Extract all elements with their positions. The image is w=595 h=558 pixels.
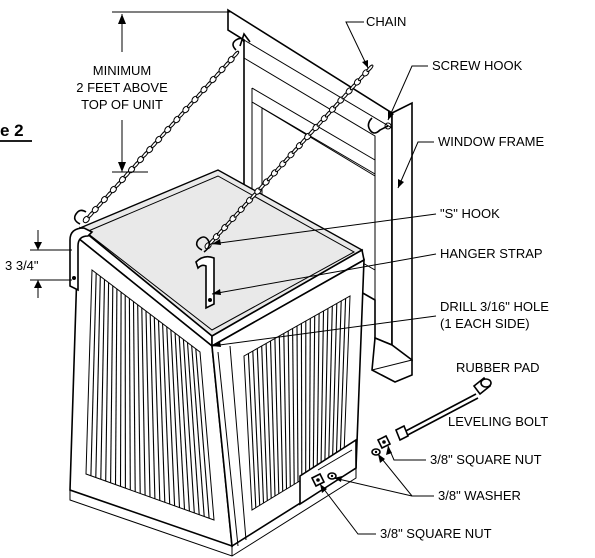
- louver-slat: [261, 345, 268, 501]
- louver-slat: [324, 308, 329, 466]
- minimum-height-dimension: [112, 11, 232, 173]
- louver-slat: [195, 348, 210, 519]
- louver-slat: [191, 345, 205, 517]
- label-minimum-line1: MINIMUM: [93, 63, 152, 78]
- label-minimum-line3: TOP OF UNIT: [81, 97, 163, 112]
- washer-upper-icon: [371, 448, 381, 456]
- louver-slat: [174, 333, 186, 510]
- label-drill-line2: (1 EACH SIDE): [440, 316, 530, 331]
- label-leveling-bolt: LEVELING BOLT: [448, 414, 548, 429]
- louver-slat: [292, 328, 295, 485]
- hanger-strap-right: [195, 255, 215, 310]
- louver-slat: [274, 338, 280, 494]
- label-square-nut-lower: 3/8" SQUARE NUT: [380, 526, 492, 541]
- louver-slat: [141, 307, 146, 496]
- label-screw-hook: SCREW HOOK: [432, 58, 523, 73]
- label-minimum-line2: 2 FEET ABOVE: [76, 80, 168, 95]
- label-square-nut-upper: 3/8" SQUARE NUT: [430, 452, 542, 467]
- louver-slat: [149, 314, 156, 499]
- louver-slat: [162, 323, 171, 505]
- louver-slat: [119, 292, 122, 487]
- chain-anchor-icon: [239, 32, 251, 47]
- rubber-pad-icon: [472, 376, 492, 396]
- louver-slat: [182, 339, 195, 513]
- louver-slat: [186, 342, 200, 515]
- front-grille: [85, 269, 215, 521]
- label-chain: CHAIN: [366, 14, 406, 29]
- louver-slat: [170, 329, 181, 508]
- leveling-bolt-icon: [394, 393, 479, 442]
- louver-slat: [316, 313, 320, 471]
- label-window-frame: WINDOW FRAME: [438, 134, 544, 149]
- louver-slat: [178, 336, 190, 512]
- label-rubber-pad: RUBBER PAD: [456, 360, 540, 375]
- louver-slat: [132, 301, 136, 492]
- label-hanger-strap: HANGER STRAP: [440, 246, 543, 261]
- louver-slat: [157, 320, 166, 503]
- front-louvers: [90, 273, 210, 519]
- louver-slat: [252, 350, 261, 506]
- label-drill-line1: DRILL 3/16" HOLE: [440, 299, 549, 314]
- chain-link: [366, 64, 374, 73]
- label-s-hook: "S" HOOK: [440, 206, 500, 221]
- louver-slat: [105, 282, 110, 482]
- louver-slat: [256, 348, 265, 504]
- louver-slat: [265, 343, 272, 499]
- washer-lower-icon: [327, 472, 337, 480]
- label-washer: 3/8" WASHER: [438, 488, 521, 503]
- cooler-unit: [69, 169, 365, 557]
- side-louvers: [247, 298, 347, 508]
- louver-slat: [114, 288, 118, 485]
- louver-slat: [95, 276, 101, 478]
- louver-slat: [153, 317, 161, 501]
- louver-slat: [287, 330, 291, 487]
- louver-slat: [278, 335, 284, 492]
- louver-slat: [110, 285, 114, 483]
- chain-link: [232, 50, 240, 59]
- chain-left: [82, 50, 240, 224]
- label-dimension: 3 3/4": [5, 258, 39, 273]
- louver-slat: [296, 325, 299, 483]
- louver-slat: [335, 300, 342, 459]
- louver-slat: [320, 310, 325, 469]
- hanger-strap-left: [69, 227, 94, 292]
- strap-dimension-marker: [30, 230, 72, 298]
- louver-slat: [283, 333, 288, 490]
- louver-slat: [128, 298, 131, 490]
- louver-slat: [100, 279, 106, 480]
- louver-slat: [308, 318, 311, 476]
- side-cutaway: [299, 438, 357, 506]
- louver-slat: [339, 298, 347, 457]
- figure-label: e 2: [0, 121, 24, 140]
- louver-slat: [247, 353, 257, 508]
- louver-slat: [166, 326, 176, 506]
- louver-slat: [328, 305, 333, 464]
- square-nut-lower-icon: [310, 472, 326, 488]
- leader-lines: [211, 21, 437, 535]
- square-nut-upper-icon: [376, 434, 392, 450]
- louver-slat: [90, 273, 97, 476]
- screw-hook-icon: [367, 117, 392, 134]
- louver-slat: [137, 304, 141, 494]
- chain-right: [204, 64, 374, 250]
- louver-slat: [145, 310, 151, 498]
- louver-slat: [312, 315, 316, 473]
- louver-slat: [269, 340, 276, 497]
